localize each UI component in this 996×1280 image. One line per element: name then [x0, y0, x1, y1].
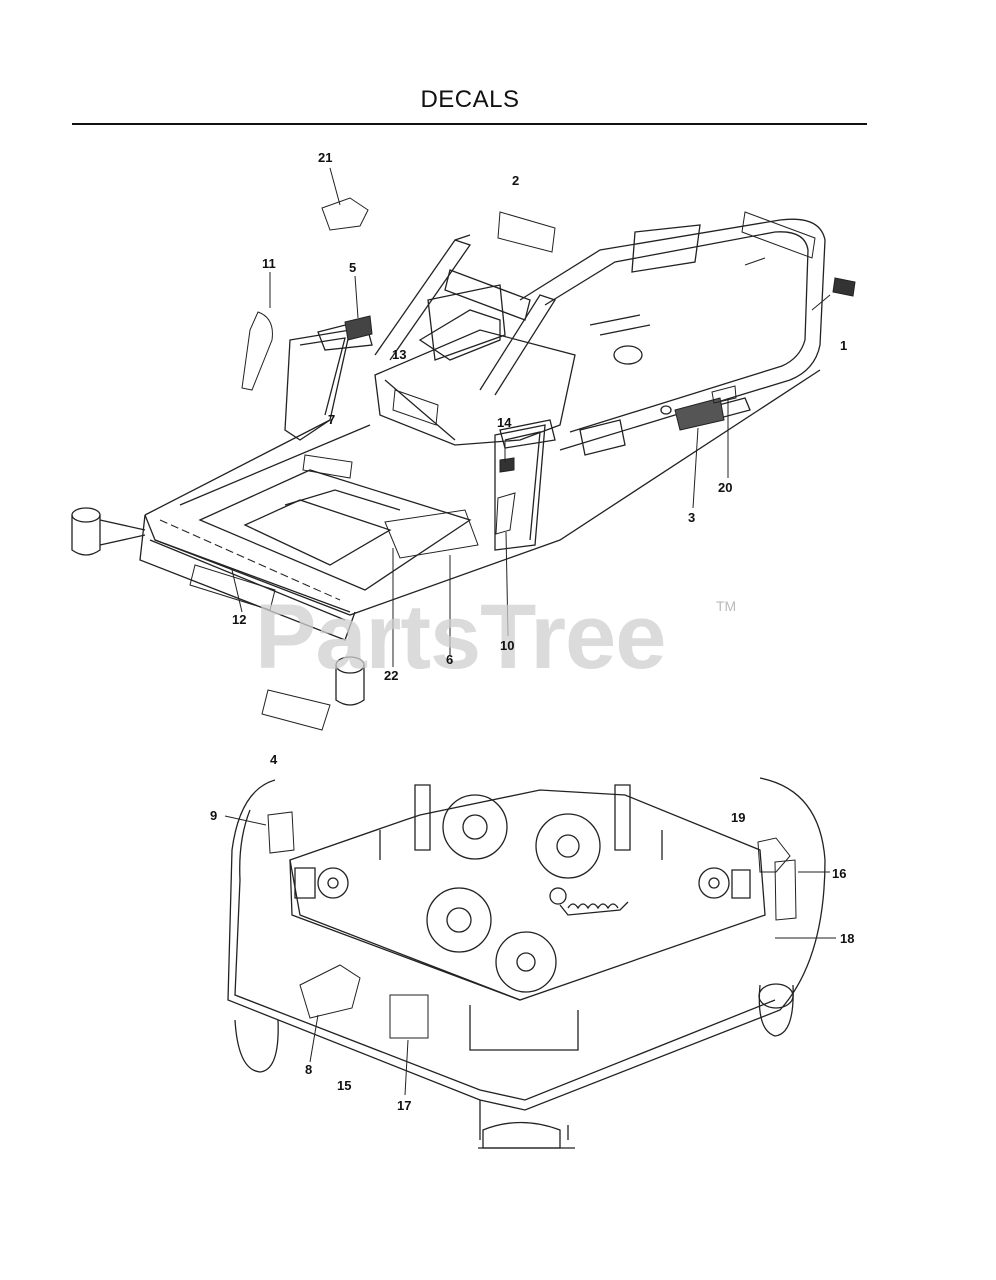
decal-6: [384, 509, 479, 559]
page-title: DECALS: [420, 86, 520, 113]
callout-11: 11: [262, 256, 276, 271]
decal-1-tag: [832, 277, 856, 297]
callout-19: 19: [731, 810, 746, 825]
decal-16: [774, 859, 797, 921]
callout-21: 21: [318, 150, 333, 165]
decal-12-stripe: [159, 519, 341, 601]
decal-9: [267, 811, 295, 854]
callout-2: 2: [512, 173, 520, 188]
decal-10: [495, 492, 516, 535]
callout-15: 15: [337, 1078, 352, 1093]
callout-7: 7: [328, 412, 336, 427]
callout-8: 8: [305, 1062, 313, 1077]
callout-9: 9: [210, 808, 218, 823]
decal-7: [302, 454, 353, 479]
upper-leader-lines: [231, 167, 831, 667]
callout-1: 1: [840, 338, 848, 353]
deck-decals: [267, 811, 797, 1039]
callout-20: 20: [718, 480, 733, 495]
callout-18: 18: [840, 931, 855, 946]
upper-decals: [159, 197, 856, 731]
deck-leader-lines: [224, 815, 836, 1096]
decal-19: [757, 837, 791, 873]
decal-loose-tag: [261, 689, 331, 731]
callout-10: 10: [500, 638, 515, 653]
decal-14: [499, 457, 515, 473]
decal-3: [674, 397, 725, 431]
decal-12: [189, 564, 276, 611]
decal-17: [389, 994, 429, 1039]
callout-6: 6: [446, 652, 454, 667]
callout-16: 16: [832, 866, 847, 881]
decal-11: [241, 311, 273, 391]
decal-21: [321, 197, 369, 231]
callout-14: 14: [497, 415, 512, 430]
decal-2: [497, 211, 556, 253]
decal-20: [711, 385, 737, 404]
decal-1-lettering: [741, 211, 816, 259]
decal-13: [392, 389, 439, 426]
callout-12: 12: [232, 612, 247, 627]
callout-22: 22: [384, 668, 399, 683]
title-rule: [72, 123, 867, 125]
callout-4: 4: [270, 752, 278, 767]
watermark: PartsTree: [255, 586, 666, 688]
decal-5: [344, 315, 373, 341]
mower-frame-drawing: [71, 218, 826, 706]
callout-13: 13: [392, 347, 407, 362]
callout-5: 5: [349, 260, 357, 275]
callout-17: 17: [397, 1098, 412, 1113]
watermark-trademark: TM: [716, 598, 737, 614]
decal-8: [299, 964, 361, 1019]
callout-3: 3: [688, 510, 696, 525]
mower-deck-drawing: [227, 777, 826, 1149]
